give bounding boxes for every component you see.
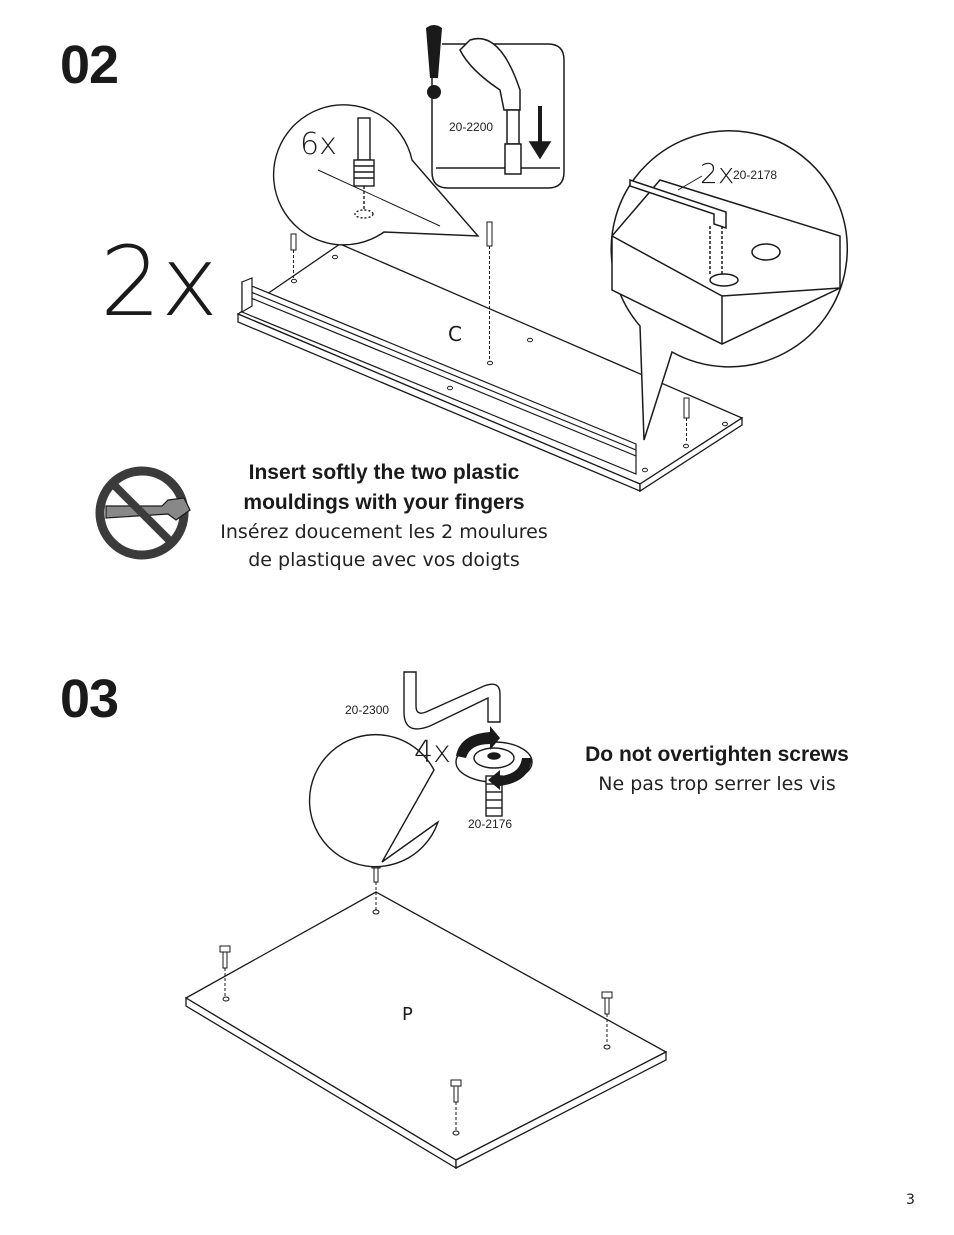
step-03-number: 03 (60, 669, 119, 729)
panel-c-label: C (448, 322, 462, 346)
dowel-quantity: 6x (300, 127, 337, 162)
step-03-instruction: Do not overtighten screws Ne pas trop se… (560, 740, 874, 798)
allen-key-icon (403, 671, 501, 730)
step-02-note-fr-line2: de plastique avec vos doigts (248, 549, 520, 571)
step-02-note-en-line2: mouldings with your fingers (243, 491, 525, 514)
no-hammer-icon (95, 466, 191, 560)
moulding-zoom-bubble (610, 130, 848, 441)
step-03-note-en: Do not overtighten screws (585, 743, 849, 766)
step-02-number: 02 (60, 35, 119, 95)
rotate-arrow-icon (456, 726, 532, 790)
hammer-warning-icon (426, 25, 442, 99)
panel-holes (291, 254, 728, 473)
screw-icon (219, 861, 613, 1136)
hammer-warning-box (431, 37, 565, 189)
key-part-number: 20-2300 (345, 703, 390, 717)
step-02-note-fr-line1: Insérez doucement les 2 moulures (220, 521, 548, 543)
screw-quantity: 4x (414, 735, 451, 770)
page-number: 3 (906, 1192, 915, 1208)
moulding-quantity: 2x (700, 157, 735, 190)
step-02-instruction: Insert softly the two plastic mouldings … (196, 458, 572, 574)
moulding-part-number: 20-2178 (733, 168, 778, 182)
screw-zoom-bubble (308, 733, 533, 868)
screw-part-number: 20-2176 (468, 817, 513, 831)
hammer-part-number: 20-2200 (449, 120, 494, 134)
step-02-note-en-line1: Insert softly the two plastic (248, 461, 520, 484)
dowel-zoom-bubble (272, 104, 480, 246)
panel-quantity: 2x (100, 226, 218, 338)
moulding-front (241, 277, 637, 475)
step-03-note-fr: Ne pas trop serrer les vis (598, 773, 836, 795)
dowel-icon (290, 221, 690, 443)
panel-p (184, 891, 668, 1170)
panel-p-label: P (402, 1004, 413, 1025)
